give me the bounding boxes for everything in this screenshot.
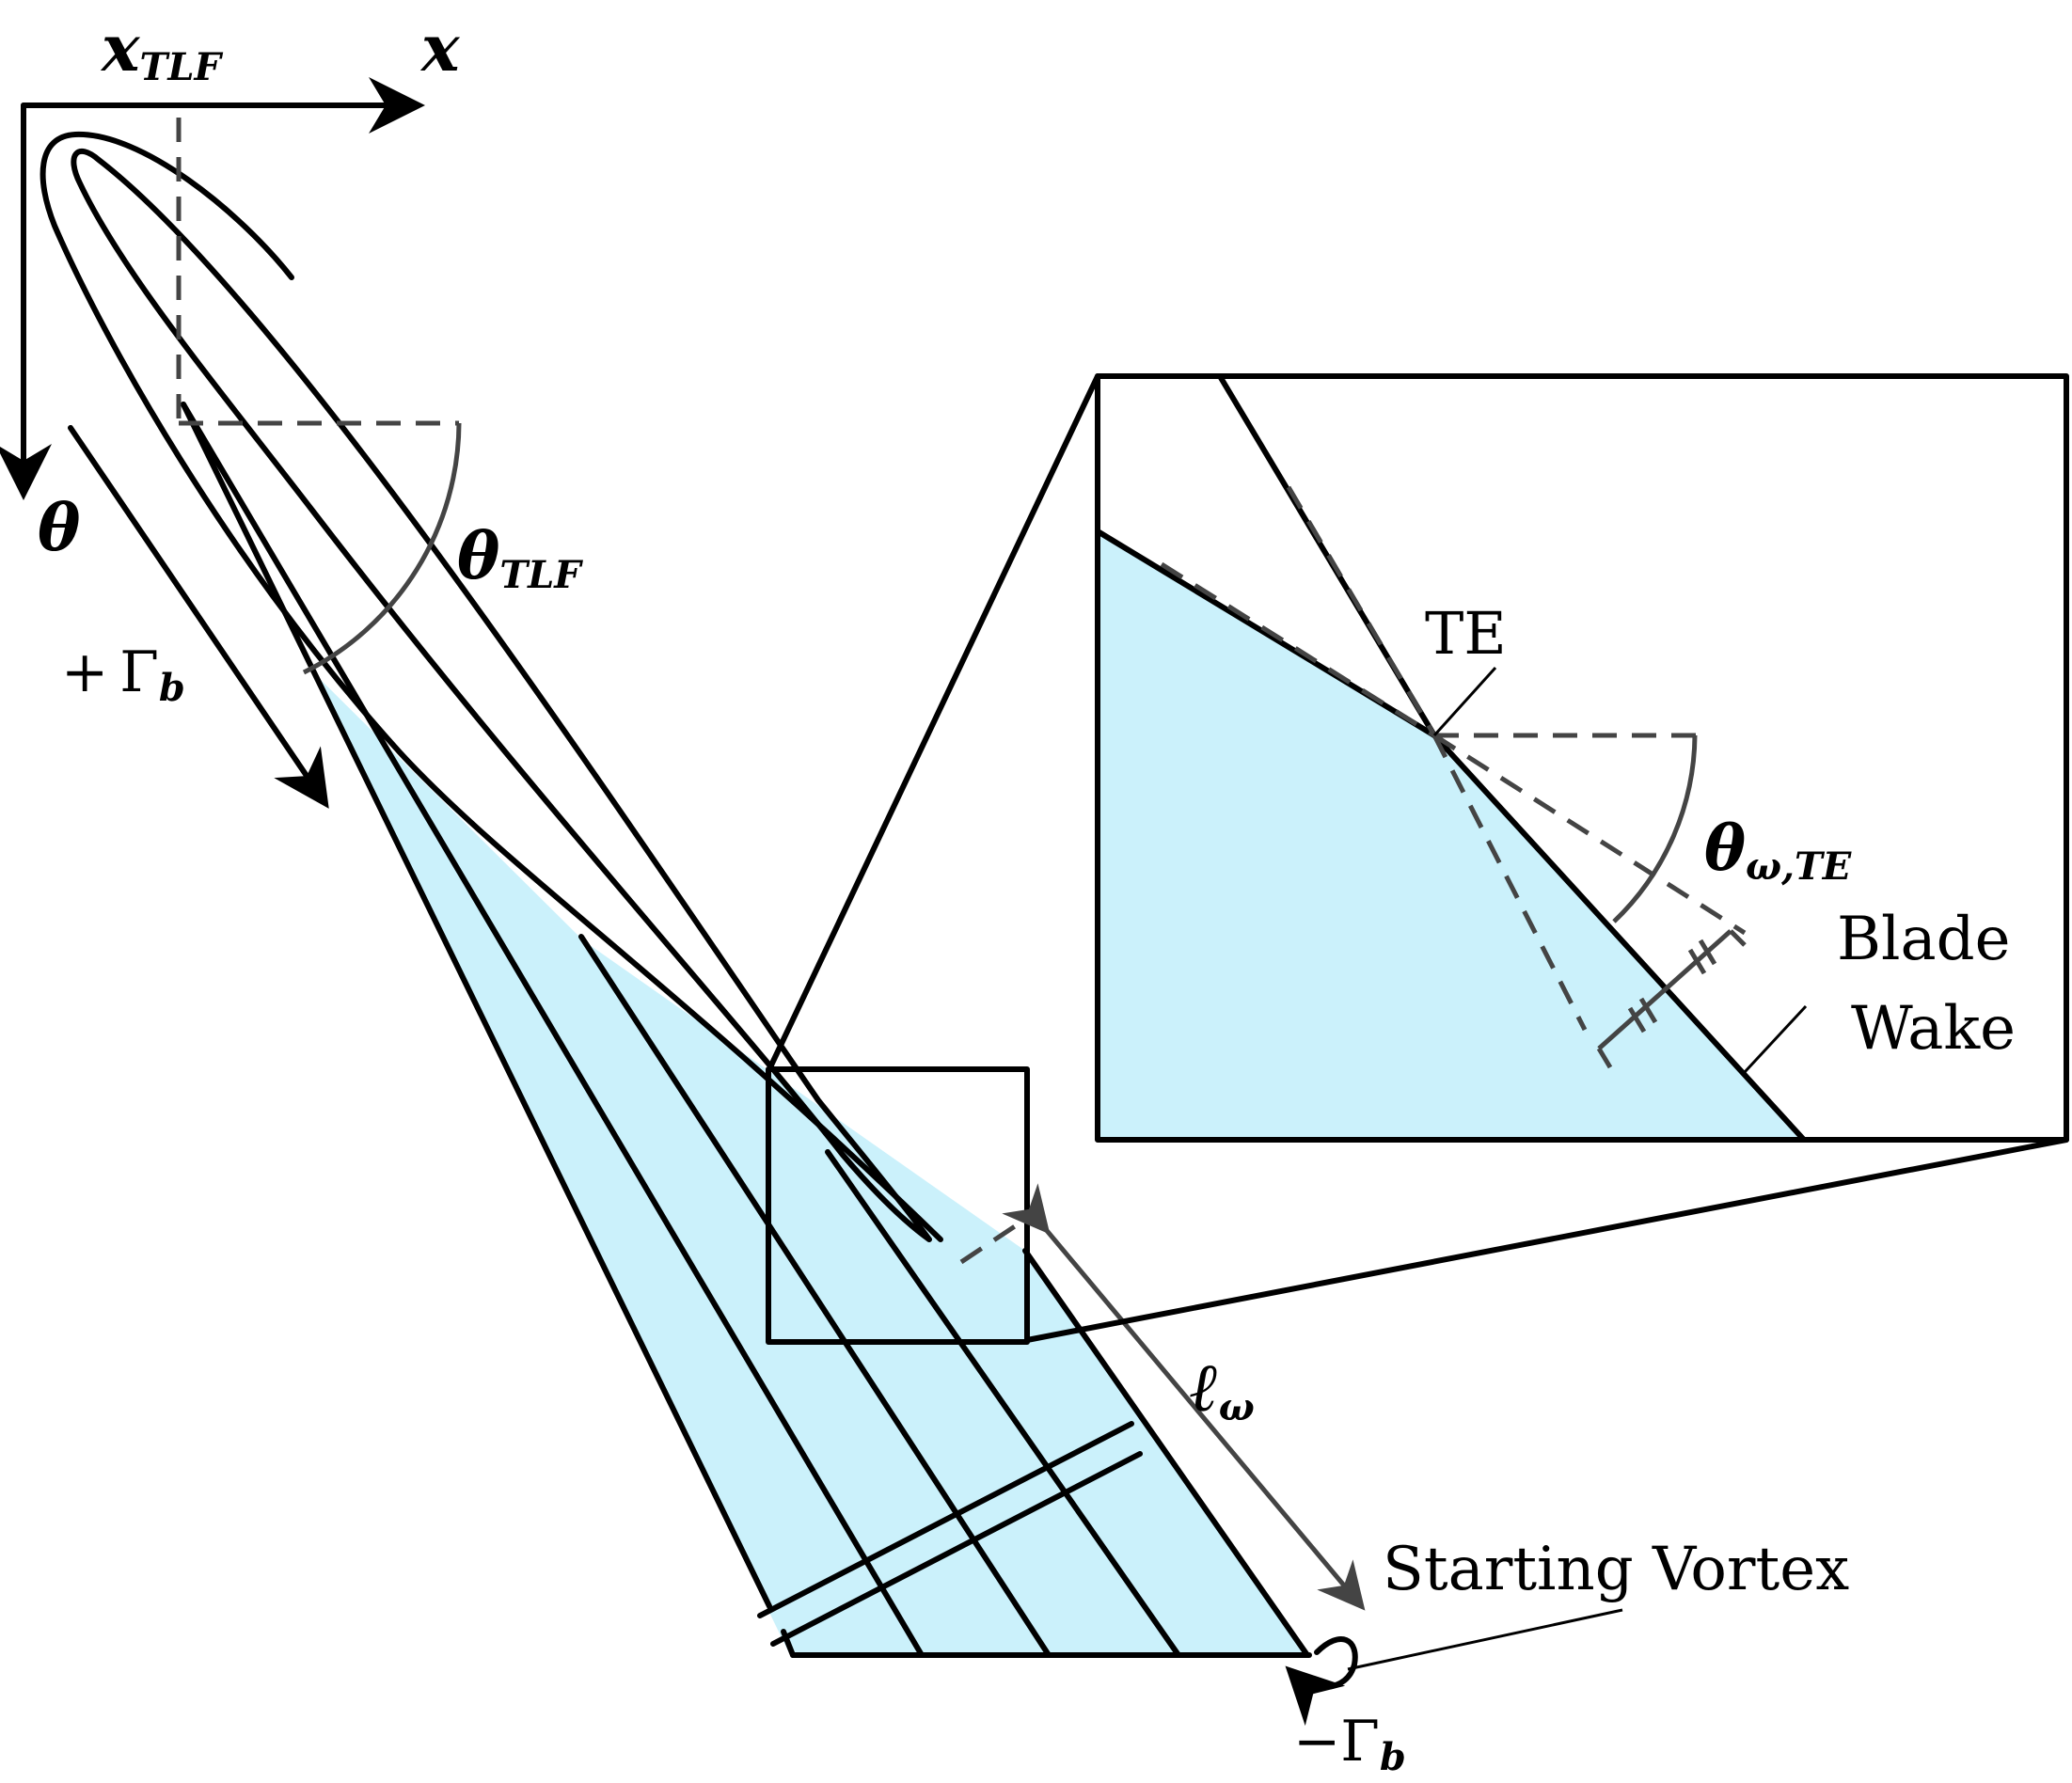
starting-vortex-arrow [1285, 1636, 1358, 1727]
wake-streakline [578, 934, 1052, 1658]
gamma-b-minus-label: −Γb [1293, 1709, 1406, 1779]
inset-width-tick [1627, 1006, 1647, 1034]
inset-width-dimension-end [1729, 929, 1747, 947]
starting-vortex-leader [1347, 1608, 1623, 1671]
l-omega-label: ℓω [1190, 1347, 1255, 1429]
inset-dashed-bisector [1431, 734, 1588, 1032]
inset-width-dimension-end [1596, 1047, 1613, 1069]
inset-width-tick [1638, 997, 1658, 1024]
inset-connector-top [767, 373, 1100, 1072]
blade-wake-leader [1743, 1004, 1808, 1074]
theta-axis-label: θ [38, 491, 81, 566]
blade-pressure-side [40, 131, 943, 1242]
x-axis-label: x [419, 11, 461, 87]
inset-width-tick [1698, 939, 1717, 966]
starting-vortex-label: Starting Vortex [1383, 1535, 1849, 1604]
blade-wake-label: Blade Wake [1837, 905, 2030, 1064]
inset-connector-bottom [1024, 1137, 2069, 1343]
inset-frame [1095, 373, 2069, 1143]
theta-omega-te-label: θω,TE [1704, 812, 1852, 889]
inset-dashed-tangent-blade [1286, 485, 1437, 737]
theta-omega-te-angle-arc [1612, 734, 1698, 923]
theta-tlf-label: θTLF [457, 519, 583, 597]
te-label: TE [1425, 599, 1507, 668]
inset-dashed-wake-center [1432, 733, 1747, 936]
te-leader [1432, 666, 1497, 737]
gamma-b-plus-arrow [68, 425, 329, 809]
theta-tlf-angle-arc [302, 422, 462, 675]
inset-dashed-tangent-upper [1160, 561, 1436, 738]
x-tlf-label: xTLF [100, 11, 223, 89]
wake-streakline [181, 402, 925, 1658]
inset-wake-edge-lower [1431, 733, 1807, 1143]
inset-wake-region [1098, 531, 1804, 1140]
blade-suction-side [71, 148, 932, 1242]
gamma-b-plus-label: +Γb [61, 639, 185, 710]
inset-view [1095, 373, 2069, 1143]
wake-length-arrow [1002, 1183, 1366, 1611]
inset-width-tick [1687, 948, 1707, 975]
